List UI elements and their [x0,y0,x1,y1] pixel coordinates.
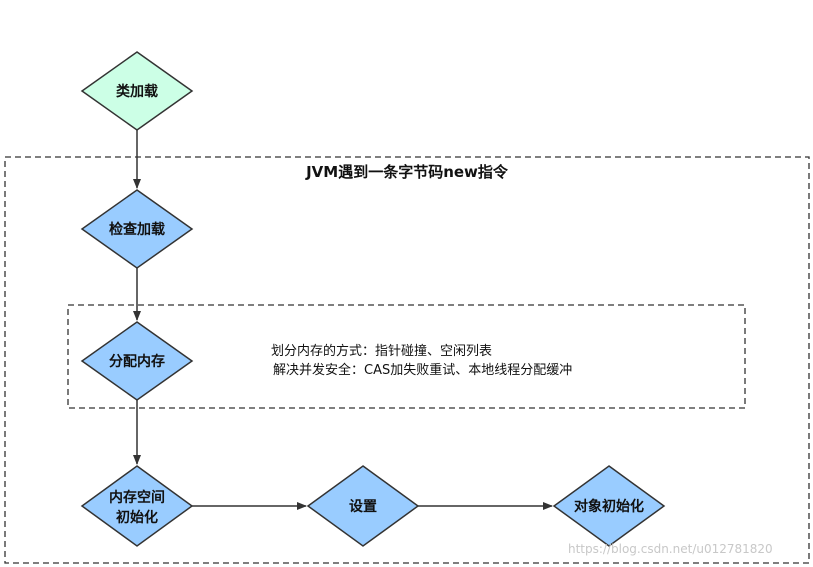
node-init-memory: 内存空间 初始化 [80,465,194,547]
watermark-text: https://blog.csdn.net/u012781820 [568,542,773,556]
jvm-container-border [4,156,810,564]
node-class-load-label: 类加载 [116,83,158,100]
container-title: JVM遇到一条字节码new指令 [305,163,509,181]
node-object-init-label: 对象初始化 [574,498,644,515]
node-class-load: 类加载 [80,51,194,131]
node-check-load-label: 检查加载 [109,221,165,238]
note-division-methods: 划分内存的方式：指针碰撞、空闲列表 [271,343,492,359]
note-concurrency-safety: 解决并发安全：CAS加失败重试、本地线程分配缓冲 [273,362,572,378]
node-init-memory-label-line1: 内存空间 [109,489,165,506]
node-setup: 设置 [306,465,420,547]
node-object-init: 对象初始化 [552,465,666,547]
node-check-load: 检查加载 [80,189,194,269]
node-alloc-memory: 分配内存 [80,321,194,401]
node-init-memory-label-line2: 初始化 [116,509,158,526]
node-setup-label: 设置 [349,498,377,515]
node-alloc-memory-label: 分配内存 [109,353,165,370]
